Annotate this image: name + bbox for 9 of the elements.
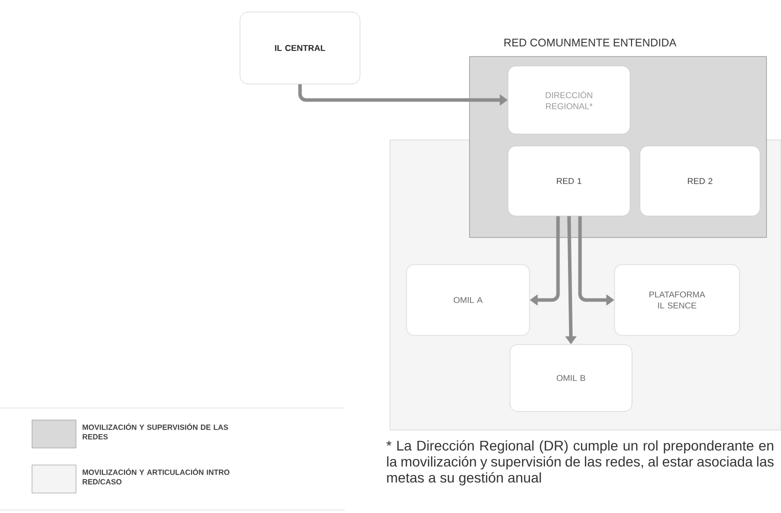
process-box: RED 2 xyxy=(640,146,760,216)
process-box: IL CENTRAL xyxy=(240,12,360,84)
footnote-text: * La Dirección Regional (DR) cumple un rol preponderante en la movilización y supervisión de las redes, al estar asociada las metas a su gestión anual xyxy=(386,440,774,486)
process-box: OMIL B xyxy=(510,344,632,412)
process-box: OMIL A xyxy=(406,264,530,336)
process-box: DIRECCIÓN REGIONAL* xyxy=(508,66,630,134)
process-box: RED 1 xyxy=(508,146,630,216)
group-title: RED COMUNMENTE ENTENDIDA xyxy=(504,38,676,46)
process-box: PLATAFORMA IL SENCE xyxy=(614,264,740,336)
